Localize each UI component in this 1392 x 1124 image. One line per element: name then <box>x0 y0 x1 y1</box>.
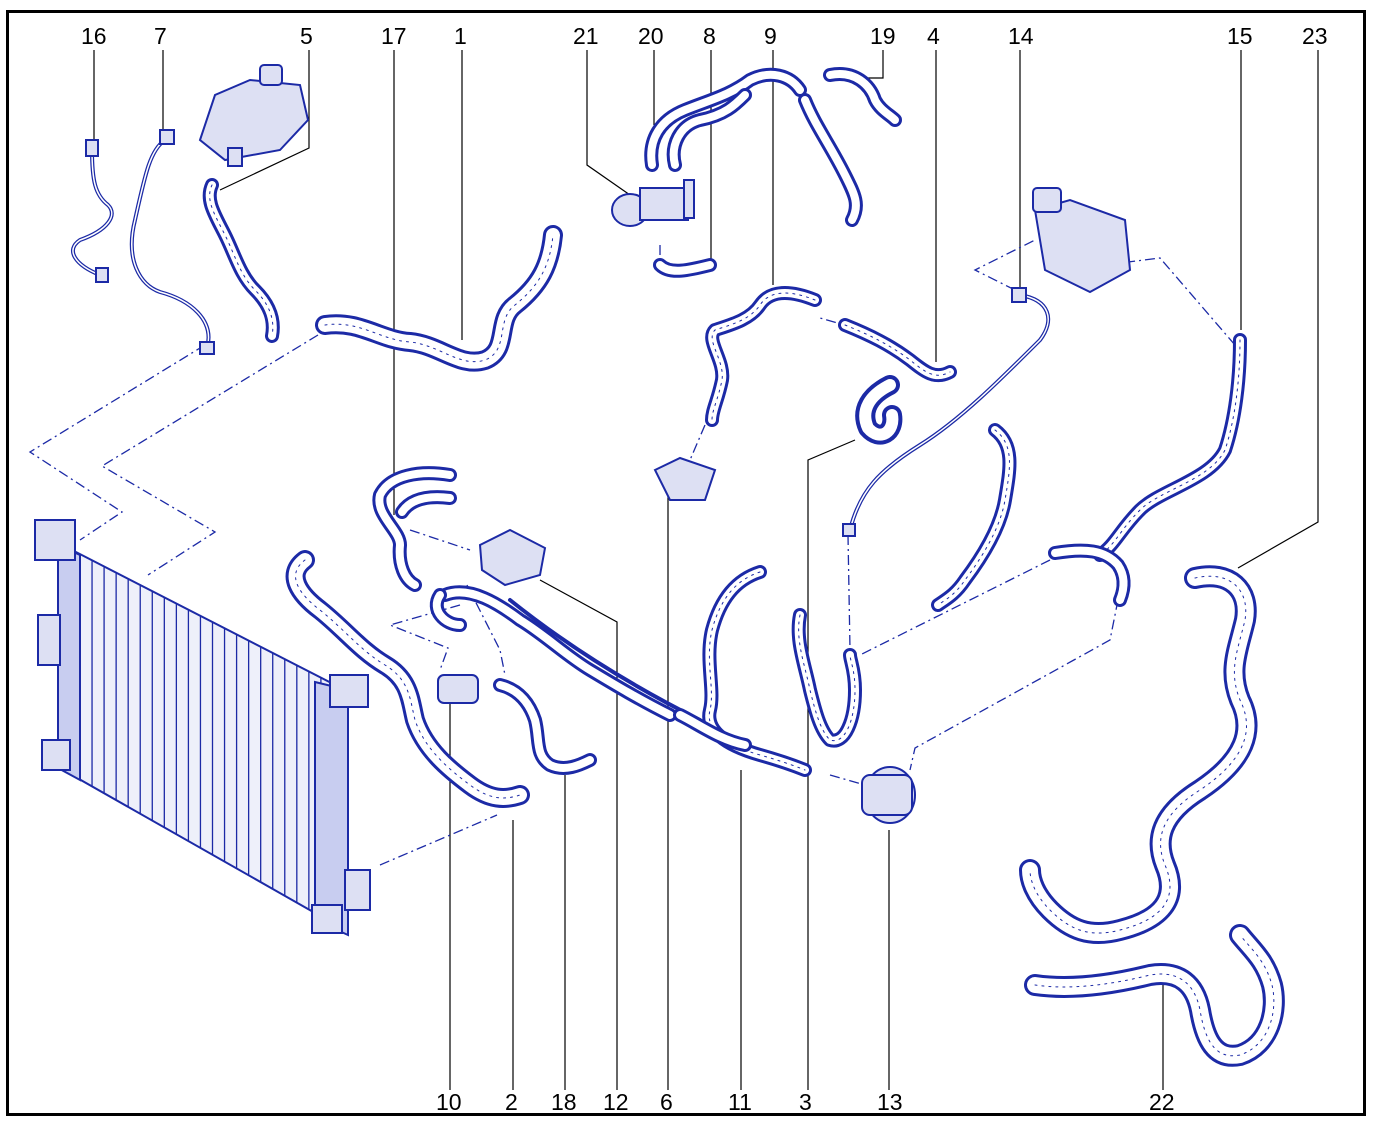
callout-20: 20 <box>638 23 664 49</box>
part-5-hose <box>202 178 280 343</box>
callout-17: 17 <box>381 23 407 49</box>
part-15-hose <box>1093 333 1247 562</box>
part-9-hose <box>705 286 822 427</box>
callout-21: 21 <box>573 23 599 49</box>
part-21-pump <box>611 179 695 227</box>
center-hoses <box>791 608 862 748</box>
callouts-top: 16 7 5 17 1 21 20 8 9 19 4 14 15 23 <box>81 23 1328 49</box>
callout-16: 16 <box>81 23 107 49</box>
part-1-upper-hose <box>315 225 563 372</box>
callout-13: 13 <box>877 1089 903 1115</box>
callout-1: 1 <box>454 23 467 49</box>
part-22-hose <box>1024 924 1285 1067</box>
part-6-pump <box>653 456 717 501</box>
callout-12: 12 <box>603 1089 629 1115</box>
callout-6: 6 <box>660 1089 673 1115</box>
callout-23: 23 <box>1302 23 1328 49</box>
t-junction <box>931 423 1131 612</box>
callout-10: 10 <box>436 1089 462 1115</box>
diagram-frame <box>6 10 1366 1116</box>
expansion-tank <box>198 64 310 167</box>
part-8-hose <box>653 258 717 278</box>
radiator <box>34 519 371 937</box>
callouts-bottom: 10 2 18 12 6 11 3 13 22 <box>436 1089 1175 1115</box>
callout-18: 18 <box>551 1089 577 1115</box>
connection-lines <box>28 239 1236 866</box>
part-13-pump <box>861 766 916 824</box>
part-14-pipe <box>842 287 1051 537</box>
callout-15: 15 <box>1227 23 1253 49</box>
callout-3: 3 <box>799 1089 812 1115</box>
part-12-valve <box>478 528 547 587</box>
callout-2: 2 <box>505 1089 518 1115</box>
part-17-hose-bundle <box>372 466 457 592</box>
callout-8: 8 <box>703 23 716 49</box>
part-7-bleed-pipe <box>129 129 215 355</box>
part-4-hose <box>838 318 957 383</box>
callout-19: 19 <box>870 23 896 49</box>
right-expansion-tank <box>1032 187 1132 294</box>
part-11-hose <box>673 565 812 777</box>
mid-hoses <box>429 585 702 722</box>
callout-11: 11 <box>728 1089 752 1115</box>
callout-9: 9 <box>764 23 777 49</box>
callout-4: 4 <box>927 23 940 49</box>
part-10-valve <box>437 674 479 704</box>
callout-7: 7 <box>154 23 167 49</box>
part-20-hose <box>644 67 807 172</box>
part-23-hose <box>1019 565 1258 945</box>
part-18-hose <box>493 678 597 775</box>
callout-14: 14 <box>1008 23 1034 49</box>
part-2-lower-hose <box>285 550 530 808</box>
part-3-elbow <box>855 375 903 445</box>
part-19-hose <box>798 67 902 227</box>
part-16-sensor-line <box>71 139 114 283</box>
callout-22: 22 <box>1149 1089 1175 1115</box>
callout-5: 5 <box>300 23 313 49</box>
